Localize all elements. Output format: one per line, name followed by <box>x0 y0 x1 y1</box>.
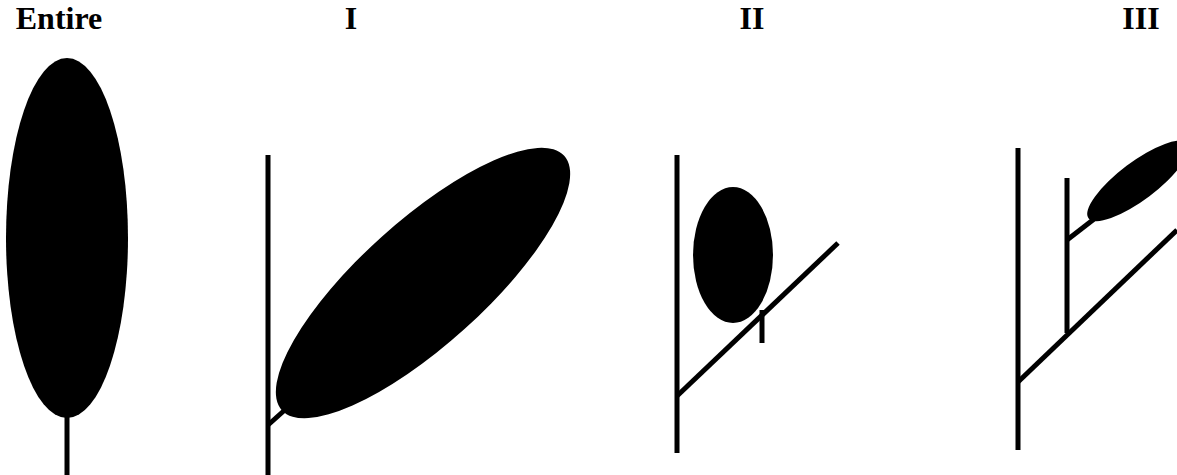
branch <box>1065 178 1070 333</box>
panel-label: I <box>345 2 357 34</box>
petiole <box>760 310 765 343</box>
stem <box>675 155 680 453</box>
stem <box>1016 148 1021 450</box>
leaf-blade <box>693 187 773 323</box>
branch <box>1018 230 1177 382</box>
leaf-blade <box>240 110 605 456</box>
leaf-blade <box>6 58 128 418</box>
panel-label: Entire <box>16 2 103 34</box>
leaf-blade <box>1077 129 1177 234</box>
panel-label: III <box>1122 2 1159 34</box>
panel-label: II <box>740 2 765 34</box>
petiole <box>65 410 70 475</box>
stem <box>266 155 271 475</box>
